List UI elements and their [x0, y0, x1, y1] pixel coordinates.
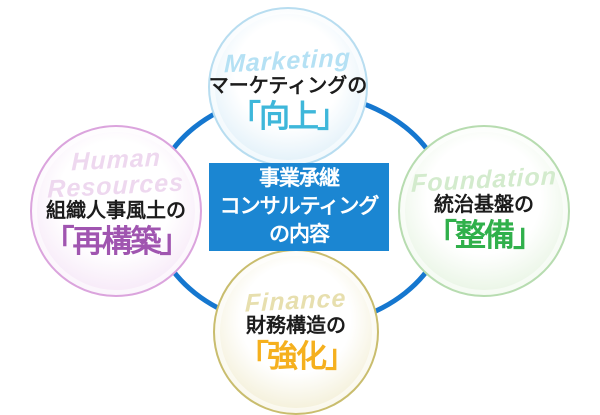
- bubble-finance: Finance 財務構造の 「強化」: [213, 249, 379, 415]
- foundation-jp-label: 統治基盤の: [434, 193, 534, 216]
- human-resources-jp-label: 組織人事風土の: [46, 199, 186, 222]
- foundation-en-label: Foundation: [410, 161, 558, 198]
- bubble-human-resources: Human Resources 組織人事風土の 「再構築」: [30, 125, 202, 297]
- center-title-line3: の内容: [269, 222, 330, 246]
- bubble-marketing: Marketing マーケティングの 「向上」: [208, 7, 368, 167]
- center-title-box: 事業承継 コンサルティング の内容: [209, 163, 389, 251]
- bubble-foundation: Foundation 統治基盤の 「整備」: [398, 125, 570, 297]
- human-resources-en-label: Human Resources: [47, 143, 185, 204]
- marketing-en-label: Marketing: [224, 43, 352, 78]
- marketing-jp-label: マーケティングの: [208, 74, 368, 97]
- finance-en-label: Finance: [245, 283, 347, 318]
- marketing-keyword: 「向上」: [230, 98, 348, 134]
- center-title-line1: 事業承継: [259, 167, 340, 191]
- human-resources-keyword: 「再構築」: [43, 223, 191, 259]
- finance-keyword: 「強化」: [238, 338, 356, 374]
- foundation-keyword: 「整備」: [426, 217, 544, 253]
- center-title-line2: コンサルティング: [219, 195, 380, 219]
- finance-jp-label: 財務構造の: [246, 314, 346, 337]
